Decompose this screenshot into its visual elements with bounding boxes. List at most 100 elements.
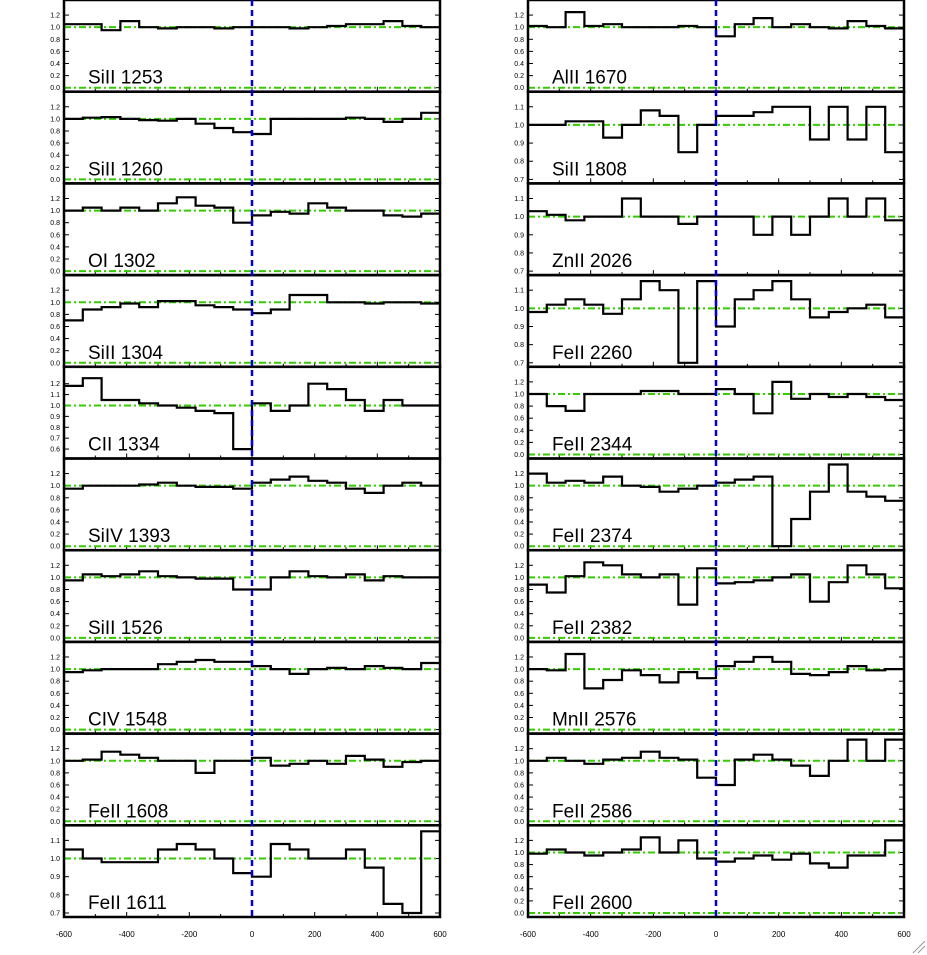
y-tick-label: 0.8 xyxy=(50,220,60,227)
y-tick-label: 0.2 xyxy=(514,73,524,80)
y-tick-label: 0.6 xyxy=(514,416,524,423)
y-tick-label: 0.0 xyxy=(514,727,524,734)
y-tick-label: 1.0 xyxy=(514,483,524,490)
spectrum-step-line xyxy=(528,836,904,869)
y-tick-label: 1.2 xyxy=(514,379,524,386)
y-tick-label: 0.8 xyxy=(514,679,524,686)
y-tick-label: 1.1 xyxy=(514,104,524,111)
y-tick-label: 1.1 xyxy=(50,392,60,399)
ion-label: FeII 2344 xyxy=(552,435,633,456)
x-tick-label: 400 xyxy=(835,930,849,939)
x-tick-label: 600 xyxy=(433,930,447,939)
x-tick-label: -600 xyxy=(56,930,73,939)
y-tick-label: 1.0 xyxy=(50,575,60,582)
y-tick-label: 0.6 xyxy=(50,691,60,698)
x-tick-label: 0 xyxy=(250,930,255,939)
y-tick-label: 1.0 xyxy=(514,575,524,582)
resize-grip-icon xyxy=(912,940,926,954)
spectrum-step-line xyxy=(64,293,440,322)
y-tick-label: 0.4 xyxy=(514,703,524,710)
y-tick-label: 0.8 xyxy=(50,770,60,777)
y-tick-label: 0.6 xyxy=(50,447,60,454)
y-tick-label: 0.0 xyxy=(50,360,60,367)
ion-label: SiII 1808 xyxy=(552,159,627,180)
y-tick-label: 0.8 xyxy=(514,770,524,777)
y-tick-label: 1.2 xyxy=(514,838,524,845)
y-tick-label: 0.0 xyxy=(50,177,60,184)
spectrum-step-line xyxy=(64,570,440,591)
y-tick-label: 0.2 xyxy=(514,440,524,447)
x-tick-label: 200 xyxy=(772,930,786,939)
y-tick-label: 0.4 xyxy=(514,519,524,526)
y-tick-label: 1.2 xyxy=(50,746,60,753)
y-tick-label: 0.8 xyxy=(514,404,524,411)
y-tick-label: 0.4 xyxy=(50,519,60,526)
x-tick-label: 200 xyxy=(308,930,322,939)
y-tick-label: 0.8 xyxy=(50,425,60,432)
y-tick-label: 0.7 xyxy=(514,360,524,367)
y-tick-label: 0.8 xyxy=(514,862,524,869)
y-tick-label: 0.9 xyxy=(50,874,60,881)
y-tick-label: 0.0 xyxy=(50,727,60,734)
y-tick-label: 0.0 xyxy=(514,544,524,551)
y-tick-label: 1.0 xyxy=(514,306,524,313)
y-tick-label: 0.4 xyxy=(50,336,60,343)
x-tick-label: 600 xyxy=(897,930,911,939)
y-tick-label: 0.8 xyxy=(50,495,60,502)
y-tick-label: 1.0 xyxy=(514,850,524,857)
x-tick-label: -600 xyxy=(520,930,537,939)
y-tick-label: 0.6 xyxy=(514,507,524,514)
y-tick-label: 0.0 xyxy=(50,269,60,276)
y-tick-label: 0.4 xyxy=(50,611,60,618)
ion-label: SiII 1526 xyxy=(88,618,163,639)
ion-label: SiII 1260 xyxy=(88,159,163,180)
spectrum-step-line xyxy=(528,380,904,415)
ion-label: FeII 2600 xyxy=(552,893,632,914)
y-tick-label: 1.2 xyxy=(514,654,524,661)
ion-label: SiIV 1393 xyxy=(88,526,170,547)
y-tick-label: 1.2 xyxy=(514,471,524,478)
y-tick-label: 0.4 xyxy=(50,244,60,251)
y-tick-label: 0.4 xyxy=(50,61,60,68)
y-tick-label: 0.6 xyxy=(50,49,60,56)
y-tick-label: 1.1 xyxy=(514,288,524,295)
y-tick-label: 1.1 xyxy=(514,196,524,203)
spectrum-step-line xyxy=(64,377,440,451)
y-tick-label: 0.8 xyxy=(514,250,524,257)
y-tick-label: 0.2 xyxy=(50,165,60,172)
y-tick-label: 0.2 xyxy=(50,532,60,539)
y-tick-label: 1.2 xyxy=(50,196,60,203)
y-tick-label: 1.0 xyxy=(514,122,524,129)
ion-label: FeII 2382 xyxy=(552,618,632,639)
y-tick-label: 0.0 xyxy=(514,85,524,92)
y-tick-label: 0.8 xyxy=(514,37,524,44)
y-tick-label: 0.2 xyxy=(514,623,524,630)
x-tick-label: -400 xyxy=(119,930,136,939)
y-tick-label: 1.0 xyxy=(50,758,60,765)
spectrum-step-line xyxy=(528,11,904,38)
y-tick-label: 0.8 xyxy=(50,128,60,135)
y-tick-label: 0.0 xyxy=(50,85,60,92)
y-tick-label: 1.2 xyxy=(50,104,60,111)
spectrum-step-line xyxy=(64,475,440,494)
y-tick-label: 0.7 xyxy=(514,177,524,184)
ion-label: FeII 1611 xyxy=(88,893,167,914)
y-tick-label: 1.0 xyxy=(514,758,524,765)
ion-label: MnII 2576 xyxy=(552,710,637,731)
x-tick-label: 0 xyxy=(714,930,719,939)
y-tick-label: 0.4 xyxy=(50,795,60,802)
y-tick-label: 0.2 xyxy=(514,715,524,722)
spectrum-step-line xyxy=(528,197,904,236)
ion-label: AlII 1670 xyxy=(552,68,627,89)
ion-label: CIV 1548 xyxy=(88,710,167,731)
y-tick-label: 1.0 xyxy=(50,208,60,215)
y-tick-label: 0.0 xyxy=(50,819,60,826)
y-tick-label: 0.6 xyxy=(514,49,524,56)
y-tick-label: 0.9 xyxy=(514,232,524,239)
x-tick-label: 400 xyxy=(371,930,385,939)
y-tick-label: 1.0 xyxy=(50,25,60,32)
y-tick-label: 1.0 xyxy=(50,483,60,490)
y-tick-label: 0.4 xyxy=(50,153,60,160)
y-tick-label: 0.4 xyxy=(514,428,524,435)
y-tick-label: 0.6 xyxy=(50,141,60,148)
